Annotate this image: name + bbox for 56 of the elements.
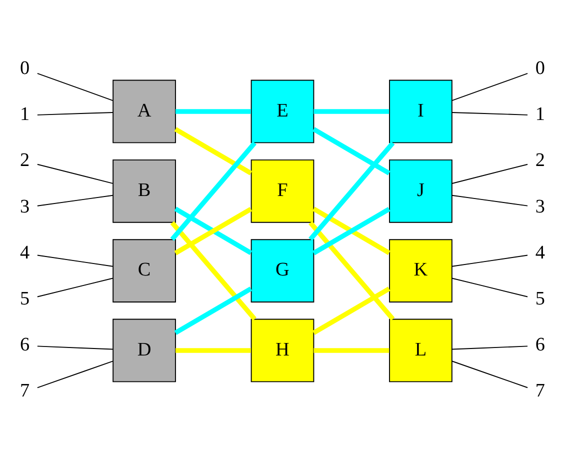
node-text: 2 [535,150,546,172]
node-text: 3 [20,196,30,218]
connector [36,72,114,101]
node-text: 4 [20,242,30,264]
node-text: 6 [20,334,30,356]
node-box: G [250,239,314,302]
node-text: 1 [20,104,30,126]
connector [170,141,256,241]
connector [36,346,114,350]
node-text: 5 [20,288,30,310]
connector [36,112,114,116]
node-box: F [250,159,314,223]
node-box: E [250,80,314,144]
node-text: 7 [535,380,546,402]
connector [452,278,528,298]
connector [452,112,528,116]
node-text: 2 [20,150,30,172]
connector [452,360,528,388]
node-box: K [389,239,452,302]
connector [308,141,395,241]
node-box: H [250,318,314,382]
node-box: J [389,159,452,223]
connector [452,164,528,184]
node-box: L [389,318,452,382]
connector [175,109,251,114]
connector [314,109,390,114]
node-box: D [112,318,176,382]
node-text: 3 [535,196,546,218]
node-text: 4 [535,242,546,264]
connector [314,348,390,353]
connector [36,194,114,206]
node-box: B [112,159,176,223]
connector [174,286,252,335]
connector [452,72,528,102]
node-text: 0 [535,58,546,80]
connector [36,164,114,184]
node-box: C [112,239,176,302]
connector [175,348,251,353]
connector [36,278,114,298]
node-box: I [389,80,452,144]
connector [312,127,390,176]
connector [36,254,114,267]
node-text: 7 [20,380,30,402]
connector [170,221,256,321]
node-box: A [112,80,176,144]
connector [452,194,528,206]
node-text: 1 [535,104,546,126]
connector [452,346,528,350]
connector [312,286,390,335]
connector [452,254,528,267]
connector [36,360,114,388]
connector [174,127,252,176]
node-text: 0 [20,58,30,80]
node-text: 5 [535,288,546,310]
node-text: 6 [535,334,546,356]
connector [308,221,395,321]
